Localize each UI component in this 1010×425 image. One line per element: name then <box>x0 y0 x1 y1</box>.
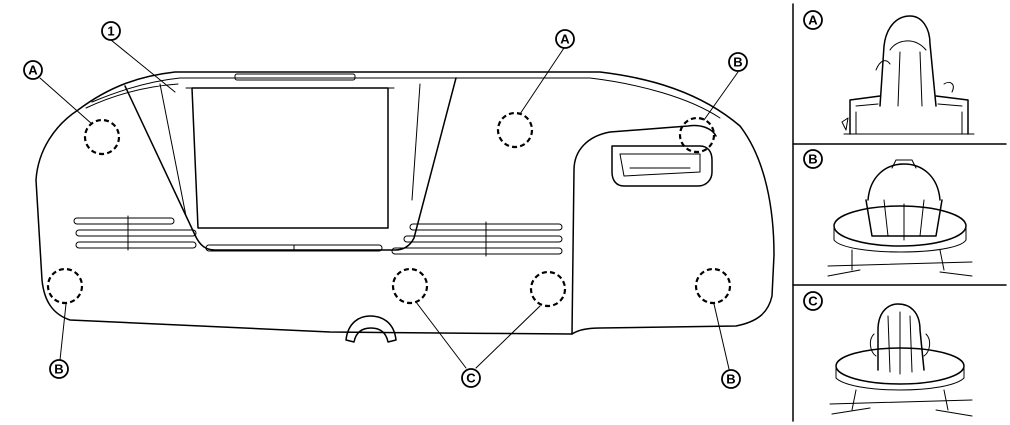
instrument-panel-finisher <box>35 71 775 335</box>
detail-c-label: C <box>808 294 818 309</box>
clip-location-a-left <box>83 118 121 156</box>
callout-b-label: B <box>54 362 63 377</box>
callout-b-left: B <box>49 359 69 379</box>
callout-b-right: B <box>721 369 741 389</box>
detail-a-label: A <box>808 13 818 28</box>
detail-panel-b: B <box>803 149 973 277</box>
clip-location-c-left <box>391 267 429 305</box>
callout-a-label: A <box>28 63 38 78</box>
callout-part-1-label: 1 <box>107 24 114 39</box>
callout-part-1: 1 <box>101 21 121 41</box>
leader-lines <box>39 39 739 370</box>
callout-b-label: B <box>733 55 742 70</box>
detail-panel-a: A <box>803 10 975 135</box>
callout-a-right: A <box>555 29 575 49</box>
callout-a-left: A <box>23 60 43 80</box>
clip-location-c-right <box>529 270 567 308</box>
detail-panel-c: C <box>803 291 973 417</box>
clip-location-b-right <box>694 267 732 305</box>
callout-c-label: C <box>466 371 476 386</box>
callout-c: C <box>461 368 481 388</box>
vent-slats <box>73 215 563 257</box>
glove-box-recess <box>571 124 717 335</box>
clip-location-a-right <box>496 111 534 149</box>
callout-b-top: B <box>728 52 748 72</box>
column-cutout <box>345 315 397 343</box>
clip-location-b-left <box>46 267 84 305</box>
detail-b-label: B <box>808 152 817 167</box>
clip-locations <box>46 111 732 308</box>
clip-c-illustration <box>829 303 973 417</box>
clip-location-b-top <box>678 116 716 154</box>
clip-a-illustration <box>841 15 975 135</box>
clip-b-illustration <box>827 159 973 277</box>
callout-b-label: B <box>726 372 735 387</box>
callout-a-label: A <box>560 32 570 47</box>
meter-hood <box>124 77 457 251</box>
